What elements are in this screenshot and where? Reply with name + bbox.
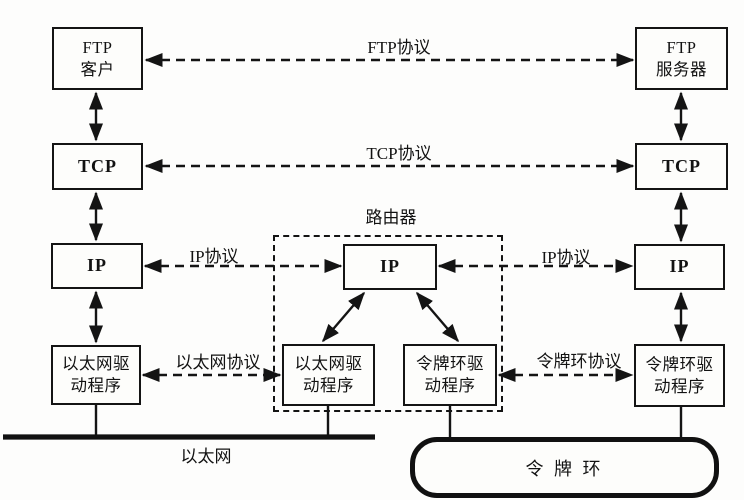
node-ftp-server-label: FTP 服务器 (656, 37, 707, 79)
token-ring-network: 令 牌 环 (410, 437, 719, 498)
node-tcp-right: TCP (635, 143, 728, 190)
arrow-routerip-tokendriver (416, 291, 459, 343)
node-token-driver-router: 令牌环驱 动程序 (403, 344, 497, 406)
label-ip-protocol-right: IP协议 (541, 248, 591, 267)
token-ring-label: 令 牌 环 (525, 458, 604, 479)
node-tcp-left: TCP (52, 143, 143, 190)
label-ethernet: 以太网 (180, 447, 232, 466)
node-ip-left-label: IP (87, 255, 107, 276)
node-token-driver-right: 令牌环驱 动程序 (634, 344, 725, 407)
label-tokenring-protocol: 令牌环协议 (536, 352, 622, 371)
node-ftp-client: FTP 客户 (52, 27, 143, 90)
node-router-ip: IP (343, 244, 437, 290)
node-tcp-right-label: TCP (662, 155, 701, 176)
label-ip-protocol-left: IP协议 (189, 247, 239, 266)
node-eth-driver-left: 以太网驱 动程序 (51, 345, 141, 405)
node-eth-driver-router-label: 以太网驱 动程序 (294, 354, 363, 395)
label-ethernet-protocol: 以太网协议 (175, 353, 261, 372)
node-ftp-server: FTP 服务器 (635, 27, 728, 90)
node-eth-driver-router: 以太网驱 动程序 (282, 344, 375, 406)
router-dashed-frame (273, 235, 503, 412)
protocol-arrows (141, 53, 635, 382)
node-ip-right-label: IP (669, 256, 690, 277)
router-arrows (322, 291, 459, 343)
node-ftp-client-label: FTP 客户 (80, 37, 115, 79)
arrow-routerip-ethdriver (322, 291, 365, 343)
label-router: 路由器 (365, 208, 417, 227)
label-tcp-protocol: TCP协议 (366, 144, 432, 163)
node-ip-left: IP (51, 243, 143, 289)
node-tcp-left-label: TCP (78, 155, 117, 176)
label-ftp-protocol: FTP协议 (367, 38, 431, 57)
node-eth-driver-left-label: 以太网驱 动程序 (62, 354, 130, 395)
node-token-driver-router-label: 令牌环驱 动程序 (416, 354, 484, 395)
node-router-ip-label: IP (380, 256, 400, 277)
node-token-driver-right-label: 令牌环驱 动程序 (645, 354, 714, 396)
node-ip-right: IP (634, 244, 725, 290)
